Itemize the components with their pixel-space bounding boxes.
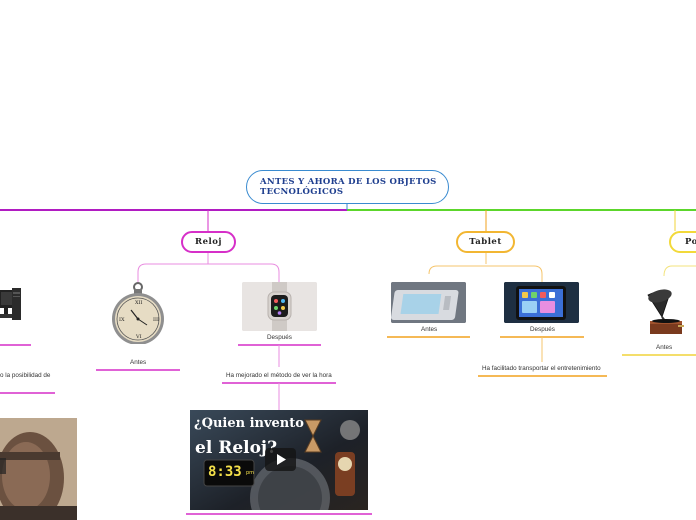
central-topic-line1: ANTES Y AHORA DE LOS OBJETOS: [260, 177, 437, 187]
tablet-antes-label: Antes: [421, 326, 438, 333]
old-tablet-image: [391, 282, 466, 323]
branch-tablet-label: Tablet: [469, 237, 502, 247]
reloj-antes-label: Antes: [130, 359, 147, 366]
play-button[interactable]: [265, 448, 296, 471]
video-digital-suffix: pm: [246, 470, 255, 476]
reloj-video-thumbnail[interactable]: ¿Quien invento el Reloj? 8:33 pm: [190, 410, 368, 510]
video-title-line1: ¿Quien invento: [194, 416, 304, 431]
branch-reloj[interactable]: Reloj: [181, 231, 236, 253]
branch-po[interactable]: Po: [669, 231, 696, 253]
branch-tablet[interactable]: Tablet: [456, 231, 515, 253]
ipad-icon: [504, 282, 579, 323]
left-note: o la posibilidad de: [0, 372, 51, 379]
pocket-watch-image: XII III VI IX: [109, 282, 167, 344]
gramophone-image: [640, 287, 686, 337]
tablet-despues-label: Después: [530, 326, 555, 333]
old-tablet-icon: [391, 282, 466, 323]
po-antes-label: Antes: [656, 344, 673, 351]
video-title-line2: el Reloj?: [195, 438, 278, 458]
svg-text:III: III: [153, 317, 159, 323]
portrait-image: [0, 418, 77, 520]
computer-icon: [0, 288, 21, 320]
reloj-despues-note: Ha mejorado el método de ver la hora: [226, 372, 332, 379]
computer-image: [0, 286, 22, 328]
svg-text:VI: VI: [135, 334, 142, 340]
central-topic[interactable]: ANTES Y AHORA DE LOS OBJETOS TECNOLÓGICO…: [246, 170, 449, 204]
play-icon: [277, 454, 286, 465]
video-digital-time: 8:33: [208, 464, 242, 480]
ipad-image: [504, 282, 579, 323]
pocket-watch-icon: XII III VI IX: [112, 282, 164, 344]
branch-reloj-label: Reloj: [195, 237, 222, 247]
smartwatch-image: [242, 282, 317, 331]
gramophone-icon: [647, 289, 684, 334]
tablet-despues-note: Ha facilitado transportar el entretenimi…: [482, 365, 601, 372]
smartwatch-icon: [242, 282, 317, 331]
svg-text:XII: XII: [135, 300, 143, 306]
central-topic-line2: TECNOLÓGICOS: [260, 187, 344, 197]
reloj-despues-label: Después: [267, 334, 292, 341]
portrait-video-thumbnail[interactable]: [0, 418, 77, 520]
svg-text:IX: IX: [119, 317, 125, 323]
branch-po-label: Po: [685, 237, 696, 247]
